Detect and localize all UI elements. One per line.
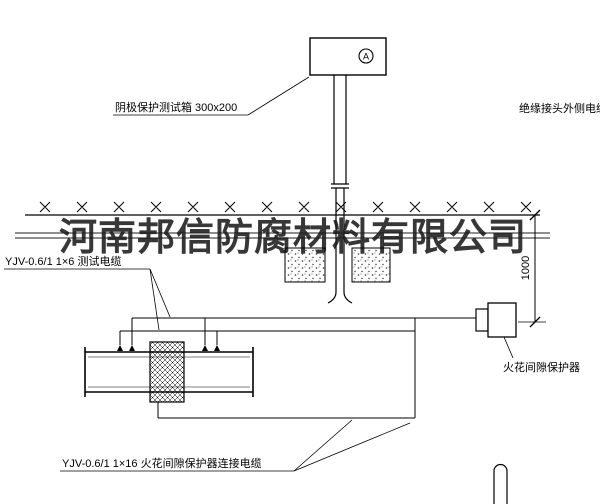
label-leaders [4, 76, 411, 472]
ground-hatch [39, 201, 532, 213]
ammeter-symbol: A [363, 52, 369, 62]
connection-cable-label: YJV-0.6/1 1×16 火花间隙保护器连接电缆 [62, 456, 262, 470]
spark-gap-label: 火花间隙保护器 [503, 360, 580, 374]
watermark-rules [15, 232, 550, 239]
ground-line [25, 201, 540, 216]
conduit-riser [327, 75, 353, 304]
riser-symbol [493, 463, 508, 504]
test-box [309, 37, 387, 76]
cable-weld-points [117, 345, 220, 351]
depth-dimension [518, 209, 546, 328]
insulating-joint [149, 341, 185, 403]
spark-gap-protector [475, 302, 517, 359]
depth-dimension-text: 1000 [520, 256, 532, 280]
ammeter-icon [358, 48, 374, 64]
test-box-label: 阴极保护测试箱 300x200 [115, 100, 237, 114]
cable-runs [119, 317, 476, 419]
pipeline [84, 341, 254, 403]
test-cable-label: YJV-0.6/1 1×6 测试电缆 [5, 255, 121, 268]
insulated-joint-cable-label: 绝缘接头外侧电缆 [519, 101, 600, 115]
concrete-blocks [284, 247, 391, 283]
